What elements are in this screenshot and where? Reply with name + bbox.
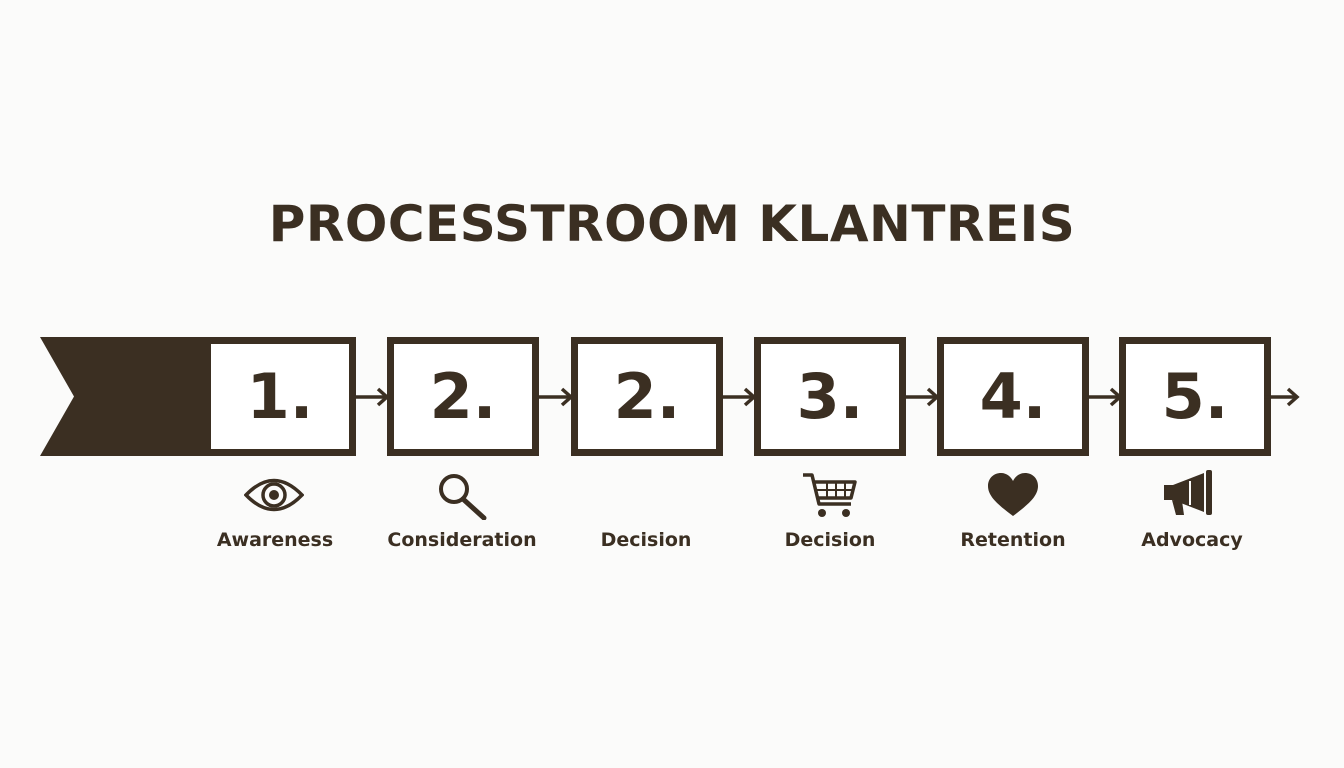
arrow-connector — [1264, 387, 1300, 407]
step-label-retention: Retention — [960, 529, 1066, 551]
heart-icon — [988, 473, 1038, 516]
step-label-decision-2: Decision — [784, 529, 876, 551]
step-box-4: 3. — [754, 337, 906, 456]
step-label-decision: Decision — [600, 529, 692, 551]
magnifier-icon — [439, 474, 487, 520]
step-label-advocacy: Advocacy — [1141, 529, 1243, 551]
step-box-2: 2. — [387, 337, 539, 456]
arrow-connector — [538, 387, 574, 407]
step-number: 2. — [429, 360, 497, 433]
step-box-3: 2. — [571, 337, 723, 456]
arrow-connector — [1087, 387, 1123, 407]
step-number: 3. — [796, 360, 864, 433]
step-box-6: 5. — [1119, 337, 1271, 456]
arrow-connector — [354, 387, 390, 407]
step-number: 5. — [1161, 360, 1229, 433]
step-box-1: 1. — [204, 337, 356, 456]
step-box-5: 4. — [937, 337, 1089, 456]
step-number: 1. — [246, 360, 314, 433]
cart-icon — [803, 473, 857, 517]
step-number: 2. — [613, 360, 681, 433]
arrow-connector — [904, 387, 940, 407]
arrow-connector — [721, 387, 757, 407]
start-banner — [40, 337, 220, 456]
diagram-title: PROCESSTROOM KLANTREIS — [268, 195, 1076, 253]
megaphone-icon — [1164, 470, 1212, 515]
step-number: 4. — [979, 360, 1047, 433]
step-label-awareness: Awareness — [216, 529, 334, 551]
eye-icon — [244, 478, 304, 512]
step-label-consideration: Consideration — [387, 529, 537, 551]
